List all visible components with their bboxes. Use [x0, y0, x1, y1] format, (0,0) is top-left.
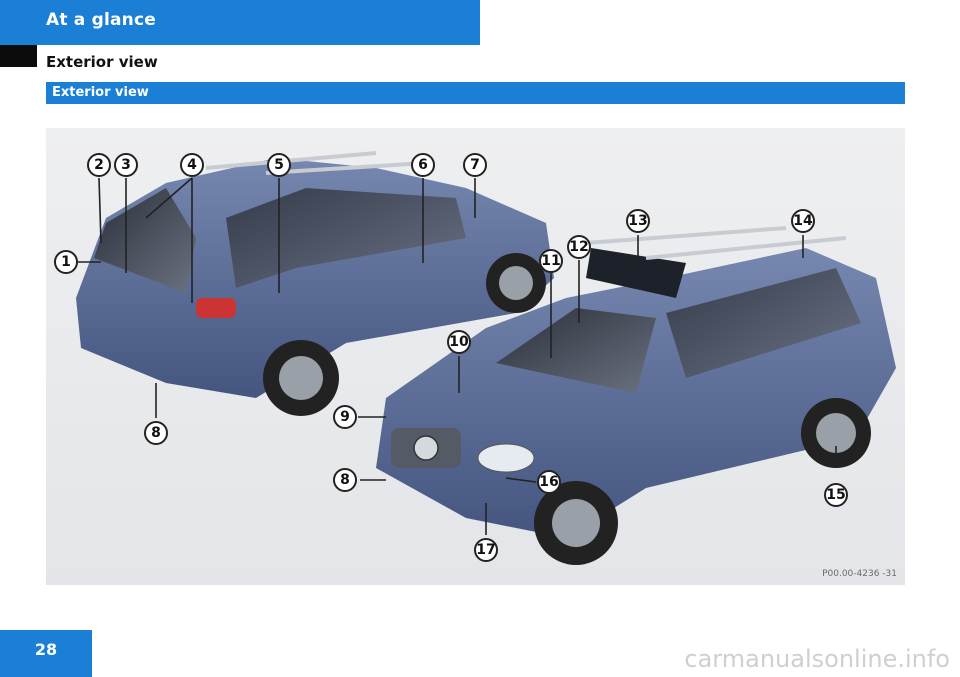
callout-16: 16	[537, 470, 561, 494]
svg-text:10: 10	[449, 334, 469, 350]
svg-text:12: 12	[569, 239, 588, 255]
page-subtitle: Exterior view	[46, 53, 158, 71]
svg-text:14: 14	[793, 213, 813, 229]
callout-8-rear: 8	[144, 421, 168, 445]
svg-text:2: 2	[94, 157, 104, 173]
callout-3: 3	[114, 153, 138, 177]
svg-text:11: 11	[541, 253, 560, 269]
callout-15: 15	[824, 483, 848, 507]
svg-text:15: 15	[826, 487, 845, 503]
vehicle-rear-view	[76, 151, 554, 416]
callout-12: 12	[567, 235, 591, 259]
watermark: carmanualsonline.info	[684, 645, 950, 673]
callout-4: 4	[180, 153, 204, 177]
vehicle-illustration: 1 2 3 4 5 6 7 8 8 9 10 11 12 13 14 15 16…	[54, 151, 896, 565]
callout-14: 14	[791, 209, 815, 233]
callout-9: 9	[333, 405, 357, 429]
callout-7: 7	[463, 153, 487, 177]
callout-10: 10	[447, 330, 471, 354]
callout-leaders	[78, 177, 837, 535]
svg-text:13: 13	[628, 213, 647, 229]
callout-6: 6	[411, 153, 435, 177]
svg-text:3: 3	[121, 157, 131, 173]
section-title: At a glance	[46, 10, 156, 30]
svg-text:6: 6	[418, 157, 428, 173]
svg-text:1: 1	[61, 254, 71, 270]
callout-11: 11	[539, 249, 563, 273]
svg-text:8: 8	[151, 425, 161, 441]
callout-5: 5	[267, 153, 291, 177]
svg-text:16: 16	[539, 474, 558, 490]
svg-text:8: 8	[340, 472, 350, 488]
figure-code: P00.00-4236 -31	[822, 569, 897, 579]
callout-17: 17	[474, 538, 498, 562]
page-number: 28	[34, 640, 58, 659]
section-header-tab: At a glance	[0, 0, 480, 45]
svg-text:9: 9	[340, 409, 350, 425]
page-number-tab: 28	[0, 630, 92, 677]
section-bar-label: Exterior view	[52, 85, 149, 100]
vehicle-exterior-figure: 1 2 3 4 5 6 7 8 8 9 10 11 12 13 14 15 16…	[46, 128, 905, 585]
callout-13: 13	[626, 209, 650, 233]
page-marker	[0, 45, 37, 67]
section-bar: Exterior view	[46, 82, 905, 104]
callout-1: 1	[54, 250, 78, 274]
callout-8-front: 8	[333, 468, 357, 492]
vehicle-front-view	[376, 226, 896, 565]
callout-2: 2	[87, 153, 111, 177]
svg-text:7: 7	[470, 157, 480, 173]
svg-text:5: 5	[274, 157, 284, 173]
svg-text:4: 4	[187, 157, 197, 173]
svg-text:17: 17	[476, 542, 495, 558]
